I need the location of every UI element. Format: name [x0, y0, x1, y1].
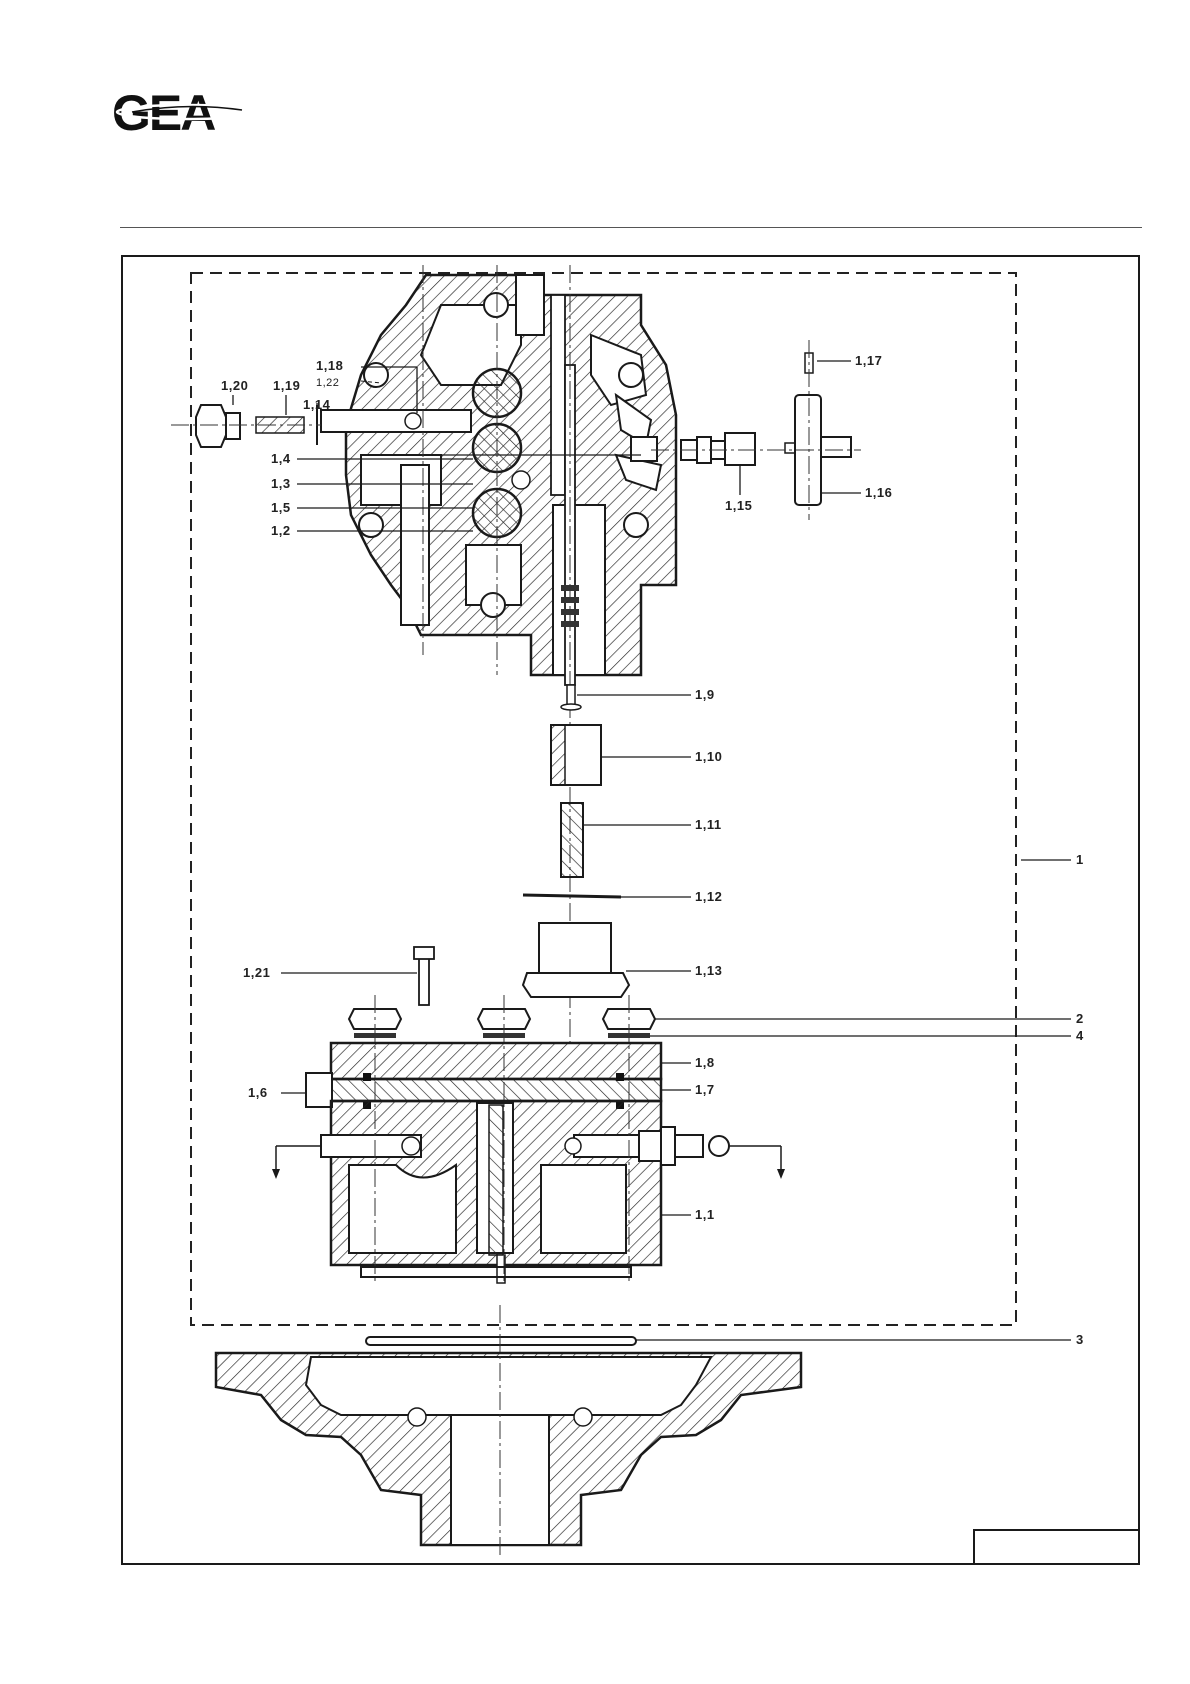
bolt-hole — [619, 363, 643, 387]
check-ball — [402, 1137, 420, 1155]
central-piston — [489, 1105, 503, 1255]
arrow-head — [272, 1169, 280, 1179]
arrow-head — [777, 1169, 785, 1179]
callout-1-20: 1,20 — [221, 378, 248, 393]
callout-1-18: 1,18 — [316, 358, 343, 373]
oil-channel — [551, 295, 565, 495]
o-ring — [616, 1073, 624, 1081]
horizontal-drilling — [321, 410, 471, 432]
callout-1-6: 1,6 — [248, 1085, 268, 1100]
ball-1-18 — [405, 413, 421, 429]
header-divider — [120, 227, 1142, 228]
callout-1-13: 1,13 — [695, 963, 722, 978]
callout-1-16: 1,16 — [865, 485, 892, 500]
outlet-nut — [661, 1127, 675, 1165]
pin-1-6 — [306, 1073, 332, 1107]
bolt-hole — [484, 293, 508, 317]
callout-4: 4 — [1076, 1028, 1084, 1043]
logo-text: GEA — [112, 88, 215, 136]
pin-1-9 — [567, 685, 575, 705]
screw-plug-thread — [539, 923, 611, 973]
small-bore — [512, 471, 530, 489]
drawing-title-block — [973, 1529, 1140, 1565]
screw-plug-1-13 — [523, 973, 629, 997]
side-port — [631, 437, 657, 461]
outlet-eye — [709, 1136, 729, 1156]
callout-1-4: 1,4 — [271, 451, 291, 466]
outlet-fitting — [639, 1131, 661, 1161]
callout-1-12: 1,12 — [695, 889, 722, 904]
lower-valve-block — [272, 995, 785, 1285]
plug-thread — [226, 413, 240, 439]
callout-1-15: 1,15 — [725, 498, 752, 513]
washer-1-12 — [523, 895, 621, 897]
callout-1: 1 — [1076, 852, 1084, 867]
pin-head — [561, 704, 581, 710]
callout-1-7: 1,7 — [695, 1082, 715, 1097]
screw-head — [414, 947, 434, 959]
gea-logo: GEA — [112, 88, 262, 136]
callout-1-1: 1,1 — [695, 1207, 715, 1222]
tee-stub — [785, 443, 795, 453]
tee-branch — [821, 437, 851, 457]
vertical-bore — [401, 465, 429, 625]
plug-1-20 — [196, 405, 226, 447]
o-ring — [363, 1073, 371, 1081]
callout-1-21: 1,21 — [243, 965, 270, 980]
callout-3: 3 — [1076, 1332, 1084, 1347]
flange-hole — [408, 1408, 426, 1426]
callout-1-14: 1,14 — [303, 397, 331, 412]
outlet-union — [675, 1135, 703, 1157]
flange-hole — [574, 1408, 592, 1426]
callout-1-2: 1,2 — [271, 523, 291, 538]
upper-housing — [321, 265, 676, 1045]
cover-plate-1-8 — [331, 1043, 661, 1079]
right-chamber — [541, 1165, 626, 1253]
bolt-hole — [481, 593, 505, 617]
spring-1-11 — [561, 803, 583, 877]
callout-1-9: 1,9 — [695, 687, 715, 702]
gasket-plate-1-7 — [331, 1079, 661, 1101]
bolt-hole — [624, 513, 648, 537]
flange-recess — [306, 1357, 711, 1415]
left-chamber — [349, 1165, 456, 1253]
exploded-assembly-drawing: 1,20 1,19 1,14 1,18 1,22 1,17 1,16 1,15 … — [121, 255, 1140, 1565]
check-ball — [565, 1138, 581, 1154]
bolt-hole — [359, 513, 383, 537]
callout-1-19: 1,19 — [273, 378, 300, 393]
callout-1-3: 1,3 — [271, 476, 291, 491]
cup-wall — [551, 725, 565, 785]
exploded-valve-parts — [523, 685, 629, 997]
gasket-3 — [366, 1337, 636, 1345]
callout-1-5: 1,5 — [271, 500, 291, 515]
callout-1-11: 1,11 — [695, 817, 722, 832]
callout-1-8: 1,8 — [695, 1055, 715, 1070]
callout-2: 2 — [1076, 1011, 1084, 1026]
callout-1-22: 1,22 — [316, 377, 339, 389]
fitting-1-15 — [725, 433, 755, 465]
block-base-rim — [361, 1267, 631, 1277]
screw-1-21 — [419, 955, 429, 1005]
callout-1-17: 1,17 — [855, 353, 882, 368]
callout-1-10: 1,10 — [695, 749, 722, 764]
left-plug-parts — [171, 405, 321, 447]
top-bore — [516, 275, 544, 335]
